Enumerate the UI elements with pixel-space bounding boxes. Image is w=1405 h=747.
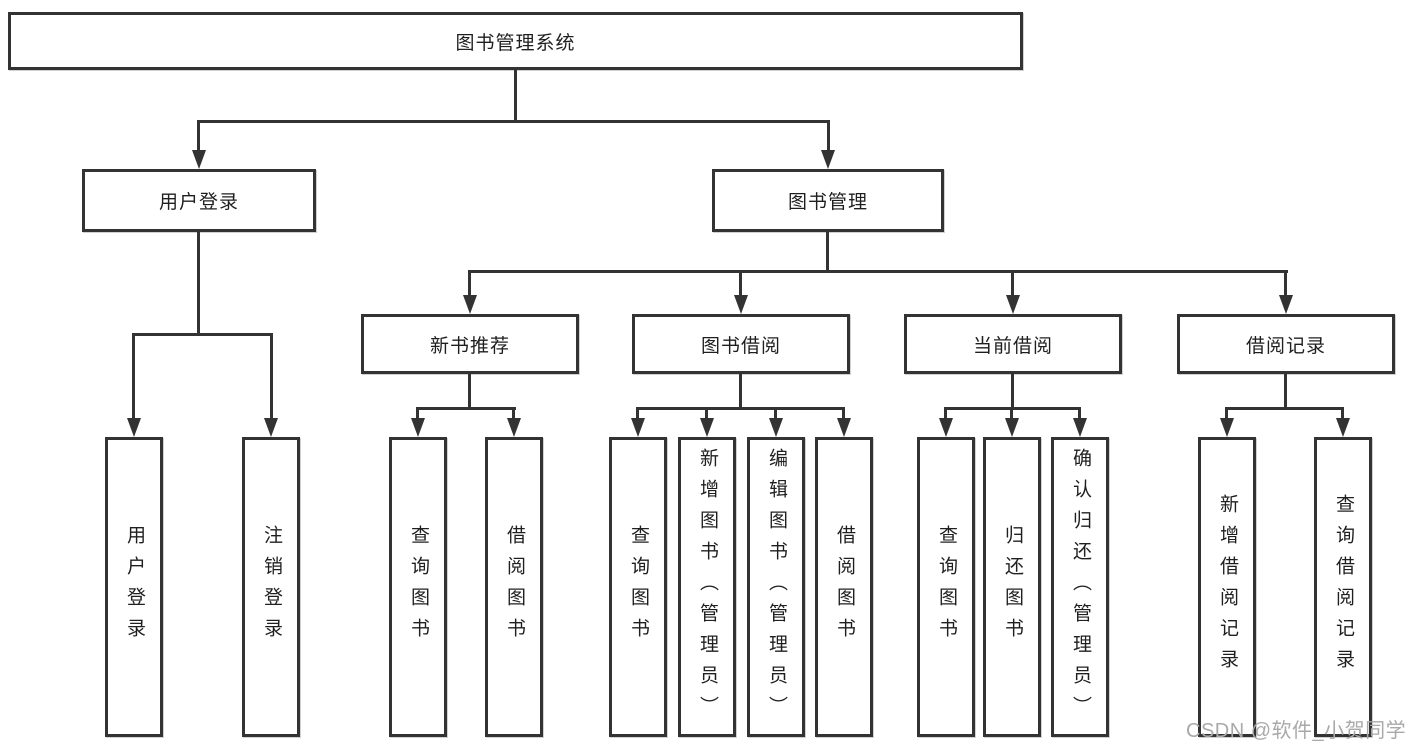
node-user-login: 用户登录	[82, 169, 316, 232]
connector-line	[636, 407, 639, 419]
node-leaf-newbook-borrow-label: 借阅图书	[503, 525, 525, 649]
node-leaf-query-borrow-record: 查询借阅记录	[1314, 437, 1372, 737]
arrow-down-icon	[192, 150, 206, 169]
arrow-down-icon	[821, 150, 835, 169]
arrow-down-icon	[939, 418, 953, 437]
connector-line	[1341, 407, 1344, 419]
node-leaf-return-book-label: 归还图书	[1001, 525, 1023, 649]
node-new-book-recommend: 新书推荐	[361, 314, 579, 374]
connector-line	[705, 407, 708, 419]
node-borrow-records: 借阅记录	[1177, 314, 1395, 374]
arrow-down-icon	[127, 418, 141, 437]
node-leaf-borrow-query-label: 查询图书	[627, 525, 649, 649]
connector-line	[1225, 407, 1228, 419]
arrow-down-icon	[1073, 418, 1087, 437]
connector-line	[944, 407, 947, 419]
connector-line	[1284, 374, 1287, 409]
connector-line	[514, 70, 517, 123]
connector-line	[739, 270, 742, 296]
node-current-borrow-label: 当前借阅	[972, 335, 1053, 357]
node-book-management: 图书管理	[712, 169, 944, 232]
arrow-down-icon	[463, 295, 477, 314]
connector-line	[197, 120, 200, 151]
node-current-borrow: 当前借阅	[904, 314, 1122, 374]
node-leaf-edit-book-admin-label: 编辑图书（管理员）	[765, 447, 787, 727]
connector-line	[774, 407, 777, 419]
arrow-down-icon	[1006, 295, 1020, 314]
node-leaf-add-borrow-record-label: 新增借阅记录	[1216, 494, 1238, 680]
node-leaf-current-query: 查询图书	[917, 437, 975, 737]
connector-line	[636, 407, 845, 410]
node-leaf-borrow-query: 查询图书	[609, 437, 667, 737]
node-borrow-records-label: 借阅记录	[1245, 335, 1326, 357]
node-leaf-edit-book-admin: 编辑图书（管理员）	[747, 437, 805, 737]
arrow-down-icon	[411, 418, 425, 437]
node-leaf-newbook-query: 查询图书	[389, 437, 447, 737]
connector-line	[416, 407, 419, 419]
node-leaf-add-book-admin: 新增图书（管理员）	[678, 437, 736, 737]
arrow-down-icon	[1005, 418, 1019, 437]
node-leaf-borrow-book-label: 借阅图书	[833, 525, 855, 649]
node-book-borrow-label: 图书借阅	[700, 335, 781, 357]
node-leaf-borrow-book: 借阅图书	[815, 437, 873, 737]
arrow-down-icon	[264, 418, 278, 437]
connector-line	[197, 120, 830, 123]
connector-line	[842, 407, 845, 419]
csdn-watermark: CSDN @软件_小贺同学	[1186, 720, 1405, 742]
connector-line	[1284, 270, 1287, 296]
node-leaf-add-borrow-record: 新增借阅记录	[1198, 437, 1256, 737]
node-leaf-newbook-query-label: 查询图书	[407, 525, 429, 649]
node-leaf-confirm-return-admin: 确认归还（管理员）	[1051, 437, 1109, 737]
connector-line	[468, 270, 1288, 273]
arrow-down-icon	[769, 418, 783, 437]
connector-line	[1011, 374, 1014, 409]
connector-line	[512, 407, 515, 419]
arrow-down-icon	[734, 295, 748, 314]
node-leaf-return-book: 归还图书	[983, 437, 1041, 737]
node-root: 图书管理系统	[8, 12, 1023, 70]
arrow-down-icon	[700, 418, 714, 437]
connector-line	[826, 232, 829, 273]
arrow-down-icon	[837, 418, 851, 437]
node-leaf-add-book-admin-label: 新增图书（管理员）	[696, 447, 718, 727]
connector-line	[827, 120, 830, 151]
arrow-down-icon	[1279, 295, 1293, 314]
node-leaf-newbook-borrow: 借阅图书	[485, 437, 543, 737]
node-root-label: 图书管理系统	[455, 32, 576, 54]
node-user-login-label: 用户登录	[158, 192, 239, 213]
connector-line	[197, 232, 200, 336]
connector-line	[132, 333, 135, 419]
node-leaf-user-login: 用户登录	[105, 437, 163, 737]
node-leaf-logout-label: 注销登录	[260, 525, 282, 649]
connector-line	[468, 374, 471, 409]
connector-line	[270, 333, 273, 419]
connector-line	[1078, 407, 1081, 419]
node-book-management-label: 图书管理	[787, 192, 868, 213]
connector-line	[416, 407, 516, 410]
connector-line	[1225, 407, 1344, 410]
node-leaf-query-borrow-record-label: 查询借阅记录	[1332, 494, 1354, 680]
connector-line	[1011, 270, 1014, 296]
connector-line	[132, 333, 273, 336]
arrow-down-icon	[507, 418, 521, 437]
connector-line	[739, 374, 742, 409]
connector-line	[468, 270, 471, 296]
connector-line	[1010, 407, 1013, 419]
node-leaf-current-query-label: 查询图书	[935, 525, 957, 649]
arrow-down-icon	[1220, 418, 1234, 437]
node-book-borrow: 图书借阅	[632, 314, 850, 374]
arrow-down-icon	[1336, 418, 1350, 437]
node-leaf-confirm-return-admin-label: 确认归还（管理员）	[1069, 447, 1091, 727]
node-new-book-recommend-label: 新书推荐	[429, 335, 510, 357]
node-leaf-user-login-label: 用户登录	[123, 525, 145, 649]
arrow-down-icon	[631, 418, 645, 437]
node-leaf-logout: 注销登录	[242, 437, 300, 737]
